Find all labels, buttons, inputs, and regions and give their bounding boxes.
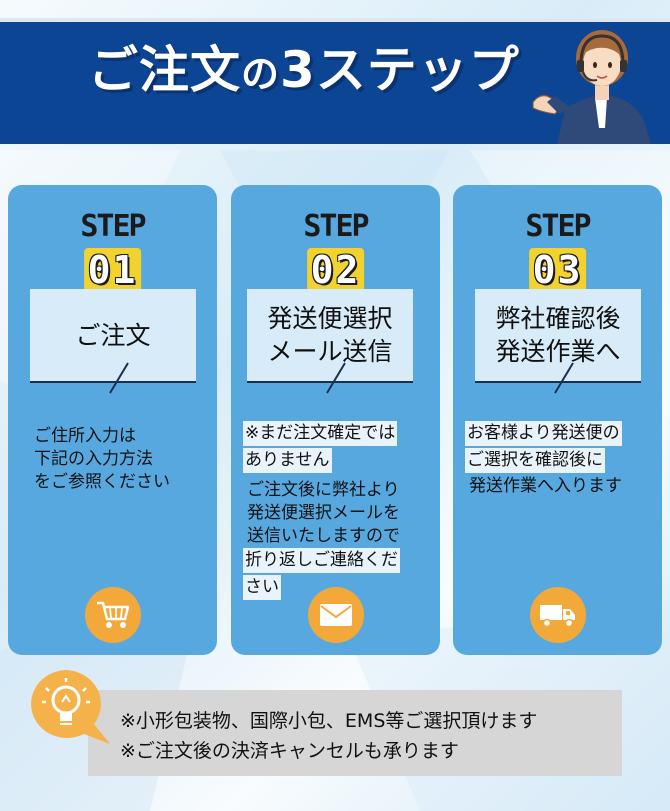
pointer-slash <box>326 362 346 394</box>
step-title-line: 発送作業へ <box>495 337 621 366</box>
step-title-box: 発送便選択 メール送信 <box>247 289 413 383</box>
pointer-slash <box>109 362 129 394</box>
step-number: 01 <box>83 248 142 292</box>
step-number: 03 <box>528 248 587 292</box>
pointer-slash <box>554 362 574 394</box>
step-description: ご住所入力は 下記の入力方法 をご参照ください <box>34 426 170 492</box>
lightbulb-icon <box>31 670 110 744</box>
envelope-icon <box>307 587 364 643</box>
step-title-line: ご注文 <box>75 320 151 350</box>
step-card-3: STEP 03 弊社確認後 発送作業へ お客様より発送便の ご選択を確認後に 発… <box>453 185 662 655</box>
step-title-line: 弊社確認後 <box>495 304 621 333</box>
step-title-line: メール送信 <box>267 337 393 366</box>
header-banner <box>0 22 670 144</box>
step-description: お客様より発送便の ご選択を確認後に 発送作業へ入ります <box>465 421 622 496</box>
step-label: STEP <box>80 209 146 244</box>
step-title-box: ご注文 <box>30 289 196 383</box>
step-description: ※まだ注文確定では ありません ご注文後に弊社より 発送便選択メールを 送信いた… <box>243 421 439 602</box>
delivery-truck-icon <box>529 587 586 643</box>
header-top-line <box>0 18 670 22</box>
note-line: ※小形包装物、国際小包、EMS等ご選択頂けます <box>120 710 538 732</box>
operator-illustration <box>532 30 651 144</box>
step-label: STEP <box>525 209 591 244</box>
step-title-box: 弊社確認後 発送作業へ <box>475 289 641 383</box>
step-card-2: STEP 02 発送便選択 メール送信 ※まだ注文確定では ありません ご注文後… <box>231 185 440 655</box>
note-line: ※ご注文後の決済キャンセルも承ります <box>120 740 459 762</box>
step-title-line: 発送便選択 <box>267 304 393 333</box>
shopping-cart-icon <box>84 587 141 643</box>
notes-box: ※小形包装物、国際小包、EMS等ご選択頂けます ※ご注文後の決済キャンセルも承り… <box>88 690 622 776</box>
page-title: ご注文の3ステップ <box>88 41 520 99</box>
step-card-1: STEP 01 ご注文 ご住所入力は 下記の入力方法 をご参照ください <box>8 185 217 655</box>
step-label: STEP <box>303 209 369 244</box>
step-number: 02 <box>306 248 365 292</box>
